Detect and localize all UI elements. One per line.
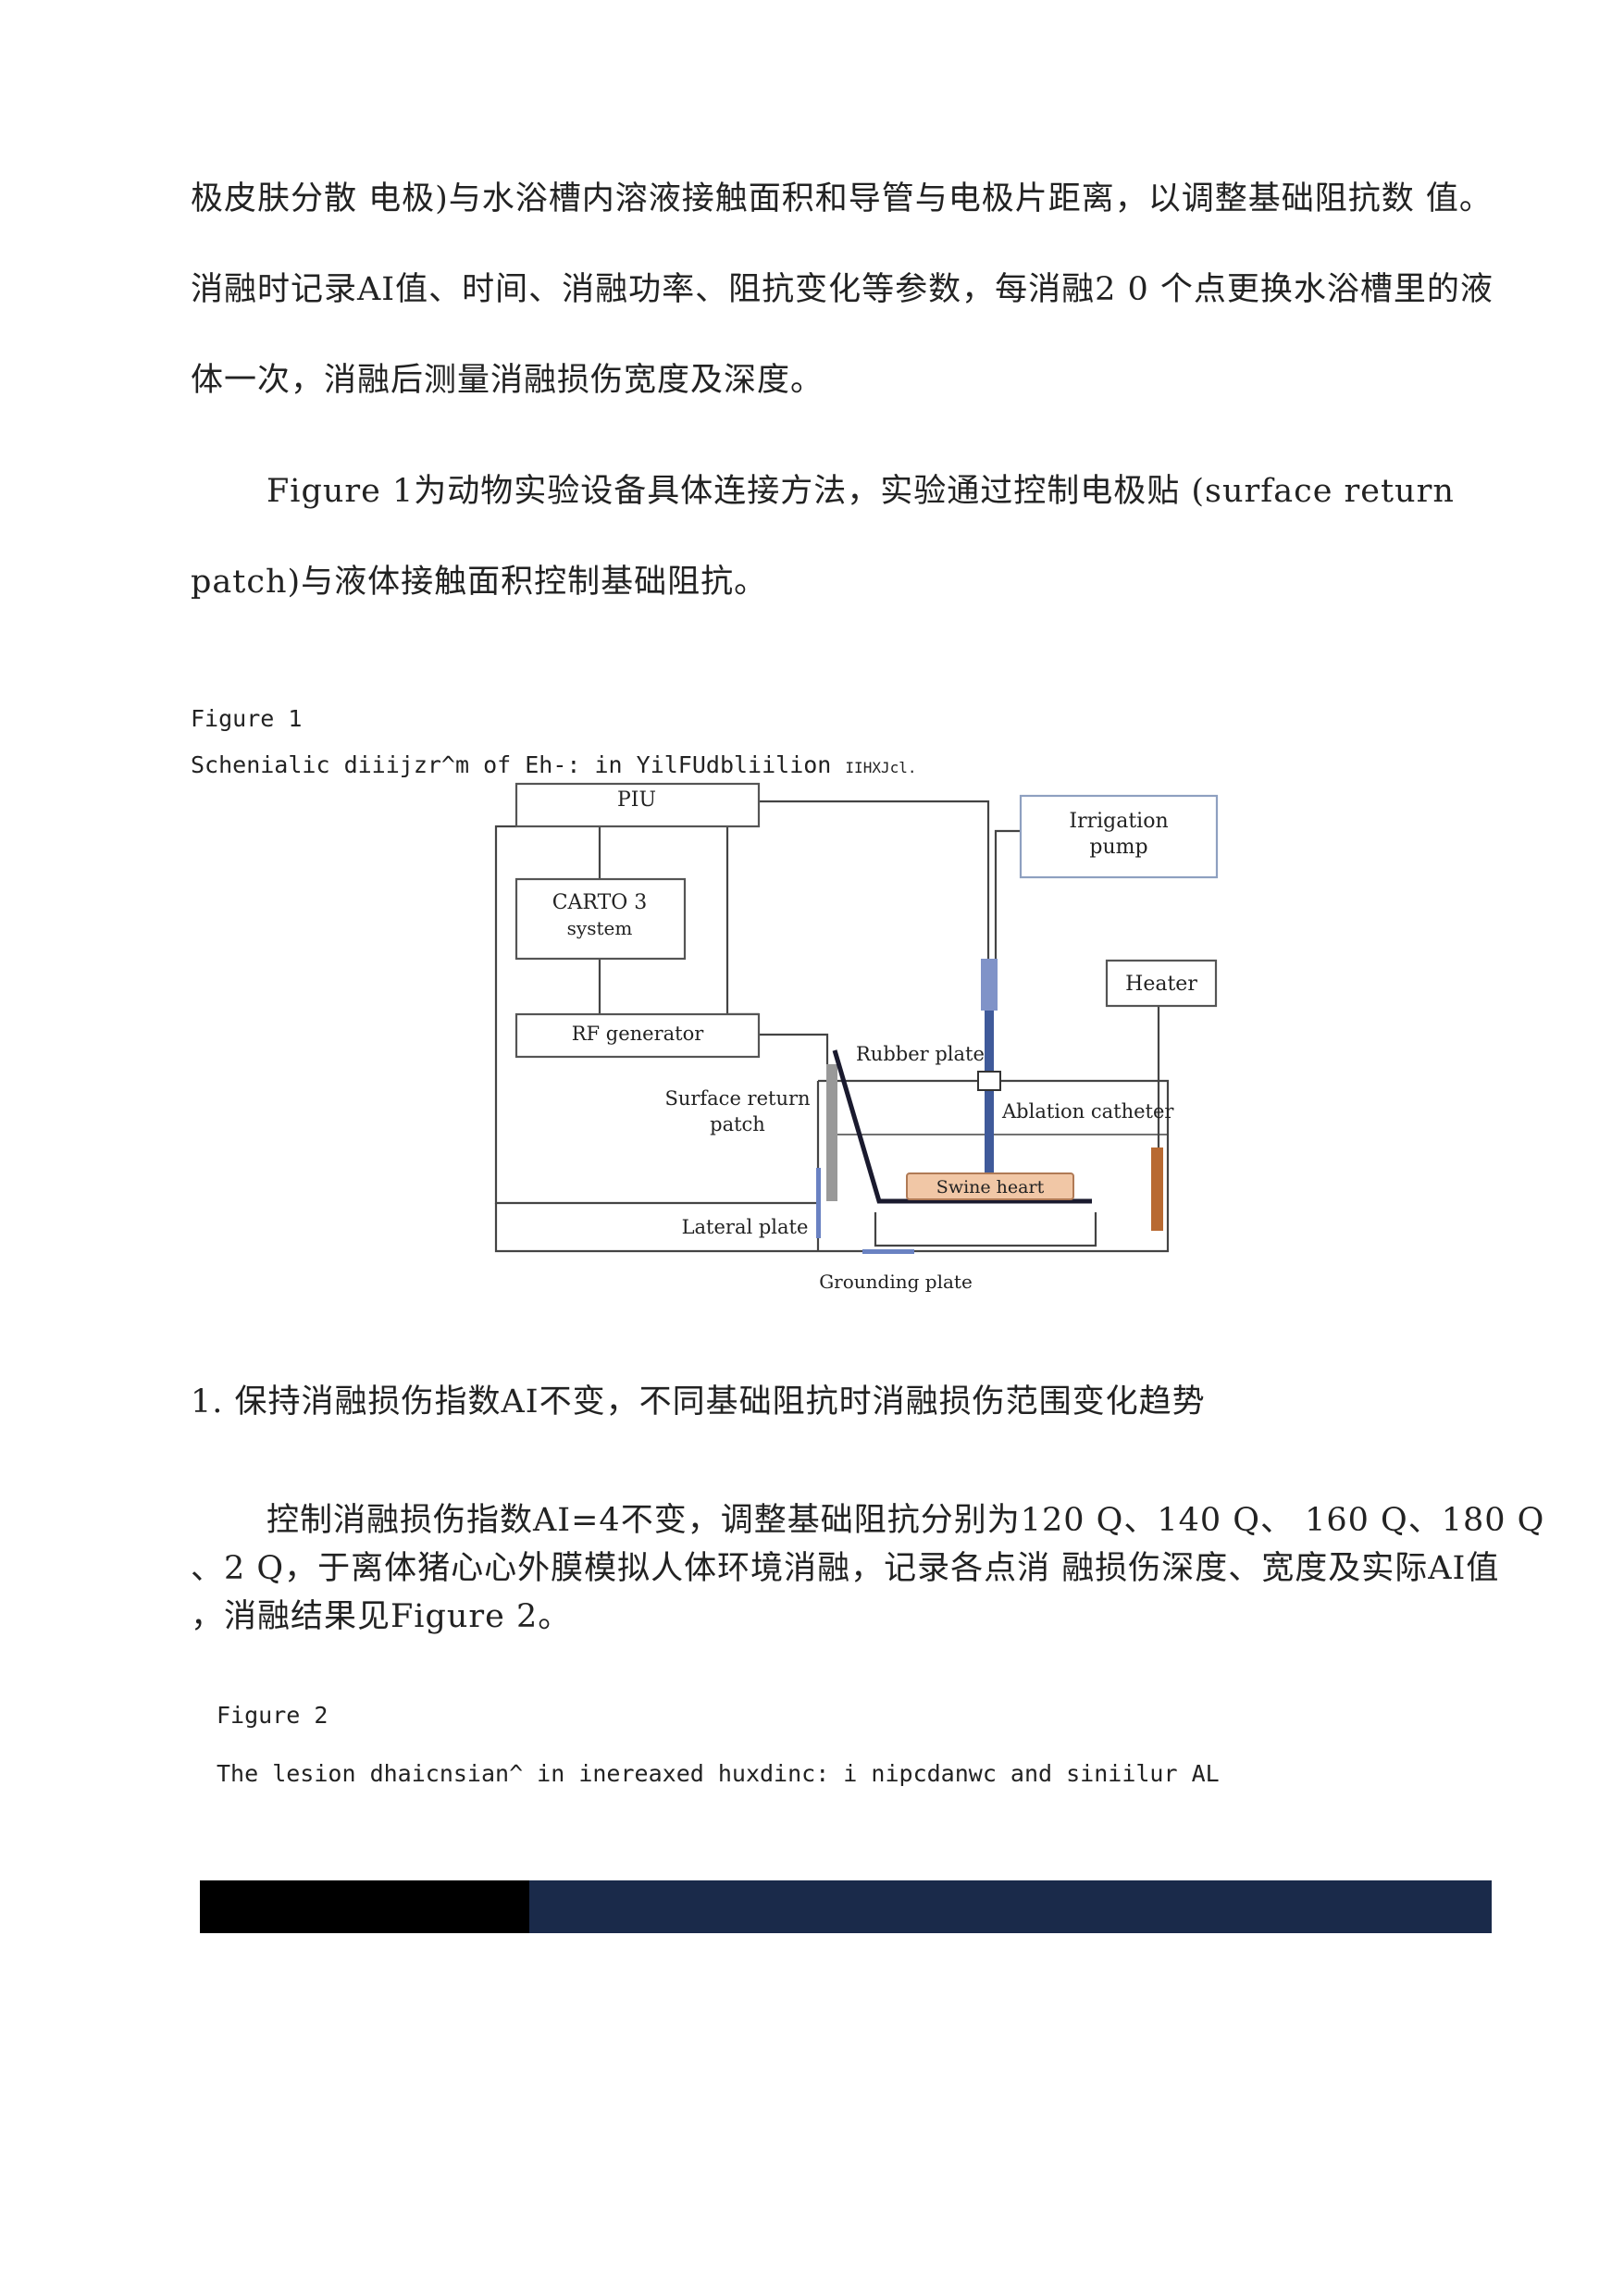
figure-2-caption: The lesion dhaicnsian^ in inereaxed huxd… [217, 1760, 1220, 1787]
figure-1-caption-text: Schenialic diiijzr^m of Eh-: in YilFUdbl… [191, 751, 832, 778]
paragraph-line: 控制消融损伤指数AI=4不变，调整基础阻抗分别为120 Q、140 Q、 160… [267, 1502, 1545, 1539]
lateral-plate-blue-edge [816, 1168, 821, 1238]
figure-1-caption-suffix: IIHXJcl. [845, 759, 917, 776]
paragraph-line: 极皮肤分散 电极)与水浴槽内溶液接触面积和导管与电极片距离，以调整基础阻抗数 值… [191, 180, 1493, 217]
heater-label: Heater [1125, 973, 1197, 996]
section-heading: 1. 保持消融损伤指数AI不变，不同基础阻抗时消融损伤范围变化趋势 [191, 1383, 1206, 1420]
figure-1-label: Figure 1 [191, 705, 303, 732]
paragraph-line: 体一次，消融后测量消融损伤宽度及深度。 [191, 362, 824, 399]
swine-heart-label: Swine heart [936, 1177, 1045, 1197]
heater-rod [1151, 1148, 1163, 1231]
figure-1-caption: Schenialic diiijzr^m of Eh-: in YilFUdbl… [191, 751, 916, 778]
carto-box [514, 877, 687, 961]
rubber-plate [832, 1049, 1092, 1204]
catheter-port [977, 1071, 1001, 1091]
ablation-catheter-label: Ablation catheter [1001, 1100, 1174, 1123]
rf-label: RF generator [572, 1023, 705, 1045]
grounding-plate-label: Grounding plate [819, 1271, 973, 1293]
catheter-handle [981, 959, 998, 1011]
swine-heart [906, 1172, 1074, 1200]
figure-2-image-right [529, 1880, 1492, 1933]
irrigation-label-1: Irrigation [1069, 810, 1168, 833]
ablation-catheter-shaft [985, 1011, 994, 1183]
grounding-plate [862, 1249, 914, 1254]
figure-2-label: Figure 2 [217, 1702, 329, 1729]
paragraph-line: ，消融结果见Figure 2。 [191, 1598, 572, 1635]
piu-label: PIU [617, 788, 656, 812]
paragraph-line: 、2 Q，于离体猪心心外膜模拟人体环境消融，记录各点消 融损伤深度、宽度及实际A… [191, 1550, 1500, 1587]
irrigation-pump-box [1019, 794, 1219, 879]
surface-return-label-1: Surface return [664, 1087, 810, 1110]
figure-2-image-left [200, 1880, 529, 1933]
paragraph-line: patch)与液体接触面积控制基础阻抗。 [191, 564, 768, 601]
surface-return-label-2: patch [710, 1113, 765, 1135]
carto-label-1: CARTO 3 [552, 891, 648, 914]
rubber-plate-label: Rubber plate [856, 1043, 985, 1065]
surface-return-patch [826, 1064, 837, 1201]
paragraph-line: 消融时记录AI值、时间、消融功率、阻抗变化等参数，每消融2 0 个点更换水浴槽里… [191, 271, 1494, 308]
irrigation-label-2: pump [1089, 836, 1147, 859]
piu-box [514, 782, 761, 828]
rf-generator-box [514, 1012, 761, 1059]
carto-label-2: system [567, 917, 633, 939]
lateral-plate-label: Lateral plate [682, 1216, 809, 1238]
paragraph-line: Figure 1为动物实验设备具体连接方法，实验通过控制电极贴 (surface… [267, 473, 1455, 510]
heater-box [1105, 959, 1218, 1008]
